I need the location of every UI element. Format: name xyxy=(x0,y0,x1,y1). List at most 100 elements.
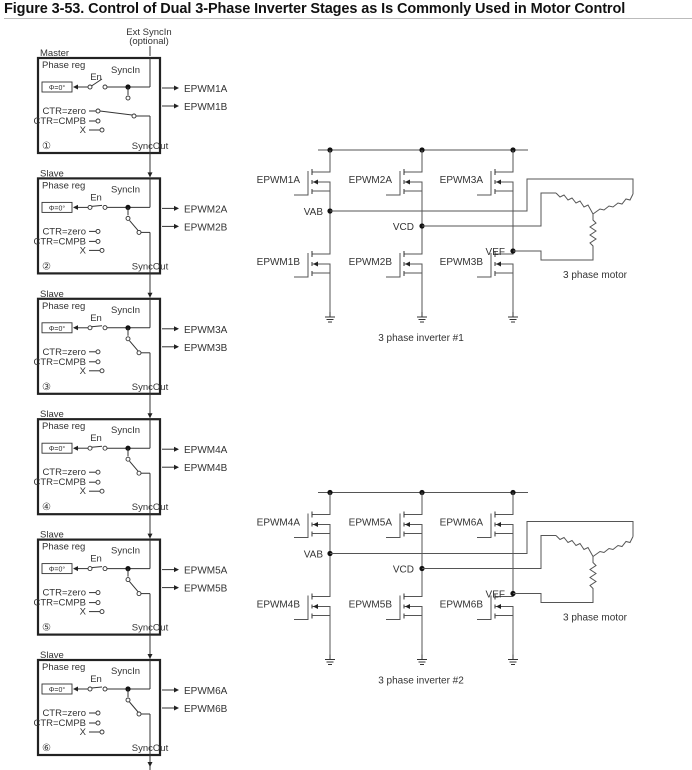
syncin-label: SyncIn xyxy=(111,184,140,195)
fet-source xyxy=(495,272,514,285)
x-label: X xyxy=(80,727,87,738)
sync-select-pivot xyxy=(125,577,131,583)
syncout-blade xyxy=(129,581,139,592)
en-switch-contact xyxy=(87,686,93,692)
x-contact xyxy=(99,368,105,374)
fet-body xyxy=(495,181,514,191)
fet-body xyxy=(404,606,423,616)
output-a-arrow xyxy=(174,567,179,573)
phase-reg-label: Phase reg xyxy=(42,662,85,673)
syncout-final-arrow xyxy=(147,762,153,767)
output-a-arrow xyxy=(174,326,179,332)
fet-arrow xyxy=(405,261,410,267)
x-label: X xyxy=(80,245,87,256)
phase-a-wire xyxy=(330,521,634,554)
fet-body xyxy=(495,524,514,534)
fet-gate-label: EPWM3B xyxy=(440,257,484,268)
module-frame xyxy=(36,658,162,757)
phase-value: Φ=0° xyxy=(49,566,66,574)
fet-drain xyxy=(404,587,423,597)
syncout-blade xyxy=(129,460,139,472)
ctr-cmpb-contact xyxy=(95,720,101,726)
module-frame xyxy=(36,297,162,395)
fet-gate xyxy=(386,171,401,196)
module-role-label: Slave xyxy=(40,289,64,300)
ctr-cmpb-contact xyxy=(95,118,101,124)
node-vef-label: VEF xyxy=(486,590,505,601)
phase-load-arrow xyxy=(73,84,78,90)
enable-label: En xyxy=(90,313,102,324)
output-a-arrow xyxy=(174,85,179,91)
ctr-zero-contact xyxy=(95,710,101,716)
fet-gate-label: EPWM6B xyxy=(440,600,484,611)
output-a-arrow xyxy=(174,687,179,693)
sync-select-pivot xyxy=(125,697,131,703)
figure-title: Figure 3-53. Control of Dual 3-Phase Inv… xyxy=(4,1,692,19)
fet-gate xyxy=(477,595,492,620)
fet-gate-label: EPWM6A xyxy=(440,518,484,529)
en-switch-blade-open xyxy=(91,78,103,87)
module-number: ③ xyxy=(42,382,51,393)
fet-gate-label: EPWM2B xyxy=(349,257,393,268)
module-role-label: Slave xyxy=(40,168,64,179)
syncin-arrow xyxy=(147,172,153,178)
phase-load-arrow xyxy=(73,566,78,572)
ctr-zero-label: CTR=zero xyxy=(42,106,86,117)
en-switch-contact xyxy=(102,84,108,90)
fet-source xyxy=(495,190,514,203)
phase-a-wire xyxy=(330,178,634,212)
syncin-label: SyncIn xyxy=(111,305,140,316)
fet-drain xyxy=(404,245,423,255)
fet-drain xyxy=(495,245,514,255)
en-switch-blade xyxy=(91,325,103,328)
x-contact xyxy=(99,729,105,735)
node-vef-label: VEF xyxy=(486,247,505,258)
syncout-label: SyncOut xyxy=(132,743,169,754)
fet-drain xyxy=(312,587,331,597)
ctr-zero-label: CTR=zero xyxy=(42,226,86,237)
syncout-label: SyncOut xyxy=(132,382,169,393)
x-label: X xyxy=(80,366,87,377)
fet-gate xyxy=(294,171,309,196)
en-switch-contact xyxy=(87,84,93,90)
motor-winding-b xyxy=(592,193,634,215)
module-role-label: Slave xyxy=(40,650,64,661)
fet-arrow xyxy=(496,522,501,527)
output-b-arrow xyxy=(174,464,179,470)
phase-load-arrow xyxy=(73,325,78,331)
fet-drain xyxy=(495,505,514,515)
output-a-label: EPWM3A xyxy=(184,325,228,336)
module-frame xyxy=(36,177,162,275)
sync-select-pivot xyxy=(125,95,131,101)
fet-body xyxy=(404,263,423,273)
fet-source xyxy=(312,272,331,285)
x-contact xyxy=(99,247,105,253)
syncout-label: SyncOut xyxy=(132,502,169,513)
fet-gate xyxy=(386,595,401,620)
ctr-cmpb-contact xyxy=(95,600,101,606)
output-a-arrow xyxy=(174,446,179,452)
ctr-zero-label: CTR=zero xyxy=(42,467,86,478)
phase-reg-label: Phase reg xyxy=(42,301,85,312)
phase-reg-label: Phase reg xyxy=(42,60,85,71)
module-role-label: Slave xyxy=(40,409,64,420)
syncout-label: SyncOut xyxy=(132,141,169,152)
fet-arrow xyxy=(313,522,318,527)
x-label: X xyxy=(80,125,87,136)
output-b-arrow xyxy=(174,223,179,229)
output-b-arrow xyxy=(174,705,179,711)
motor-winding-c xyxy=(589,214,597,250)
module-number: ⑥ xyxy=(42,743,51,754)
inverter-caption: 3 phase inverter #1 xyxy=(378,333,464,344)
motor-label: 3 phase motor xyxy=(563,270,628,281)
syncin-arrow xyxy=(147,654,153,659)
ext-syncin-optional-label: (optional) xyxy=(129,36,169,47)
ctr-zero-contact xyxy=(95,469,101,475)
sync-select-pivot xyxy=(125,336,131,342)
node-vab-label: VAB xyxy=(304,550,324,561)
enable-label: En xyxy=(90,433,102,444)
phase-c-wire xyxy=(513,592,594,603)
fet-gate xyxy=(294,253,309,278)
sync-select-pivot xyxy=(125,215,131,221)
